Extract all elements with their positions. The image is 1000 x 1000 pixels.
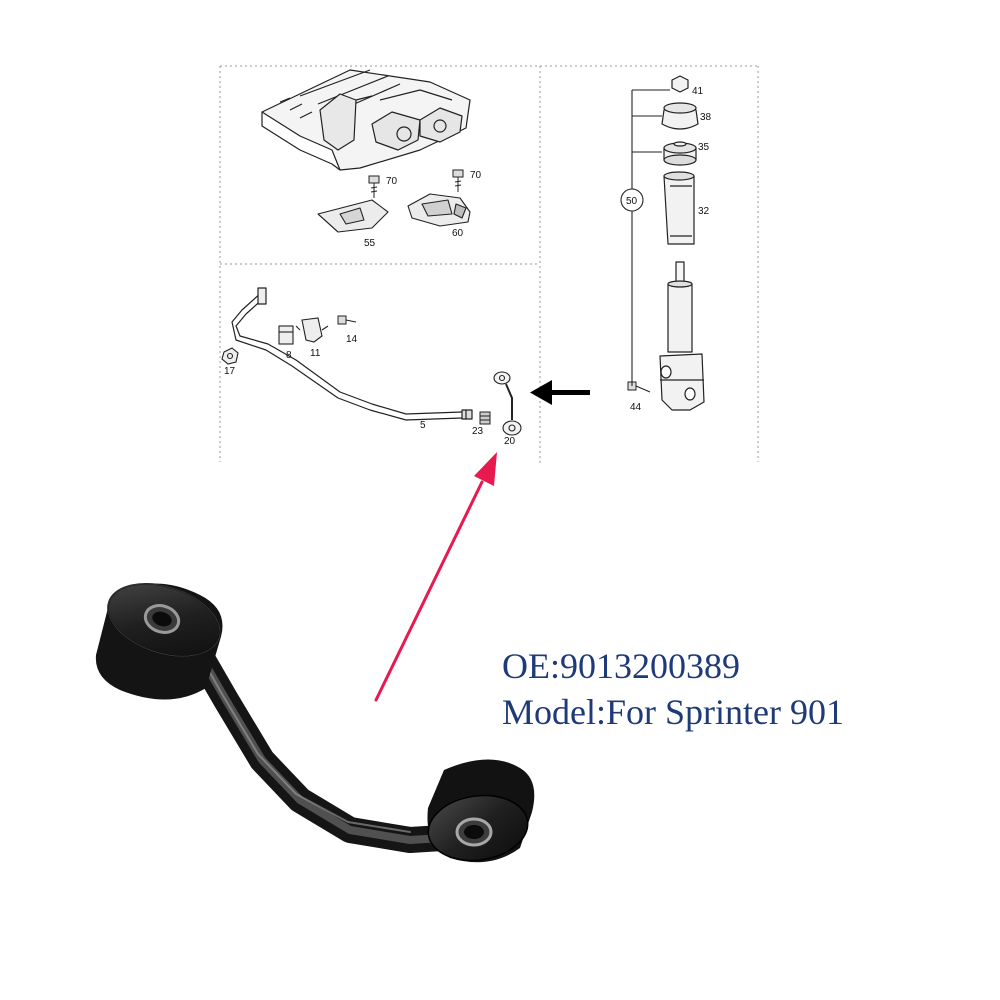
part-number-5: 5 [420,420,426,431]
link-rod-20-sketch [493,371,522,436]
clamp-11 [295,317,329,343]
nut-23 [479,411,491,425]
kit-circle-50 [620,188,644,212]
bolt-70-right [452,169,464,192]
stabilizer-link-photo [95,583,535,863]
model-text: Model:For Sprinter 901 [502,692,844,732]
part-number-38: 38 [700,112,712,123]
part-number-70a: 70 [386,176,398,187]
part-number-44: 44 [630,402,642,413]
engine-mount-60 [407,193,471,227]
part-number-32: 32 [698,206,710,217]
part-number-60: 60 [452,228,464,239]
part-number-8: 8 [286,350,292,361]
pointer-arrow [530,380,590,405]
frame-crossmember-drawing [261,69,471,171]
diagram-panel-frame [219,65,760,464]
lower-bushing [427,759,535,863]
oe-number-text: OE:9013200389 [502,646,740,686]
part-number-35: 35 [698,142,710,153]
part-number-50: 50 [626,196,638,207]
part-number-17: 17 [224,366,236,377]
stabilizer-bar-5 [231,287,473,421]
part-number-55: 55 [364,238,376,249]
upper-bushing [95,583,223,700]
part-number-14: 14 [346,334,358,345]
callout-arrow [374,452,497,702]
kit-bracket-line [631,89,670,386]
part-number-23: 23 [472,426,484,437]
part-number-11: 11 [310,348,321,359]
bolt-44 [627,381,651,393]
bolt-14 [337,315,357,325]
bushing-8 [278,325,294,345]
part-number-41: 41 [692,86,704,97]
part-number-20: 20 [504,436,516,447]
part-number-70b: 70 [470,170,482,181]
engine-mount-55 [317,199,389,233]
nut-17 [221,347,239,365]
shock-absorber-drawing [659,75,705,411]
bolt-70-left [368,175,380,198]
